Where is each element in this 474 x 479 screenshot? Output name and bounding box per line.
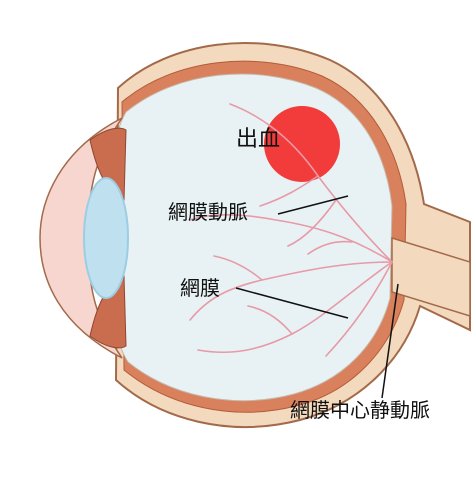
vitreous-body	[105, 73, 393, 402]
leader-central-retinal-vein	[381, 283, 399, 399]
leader-retina	[235, 287, 349, 319]
hemorrhage-spot	[264, 106, 340, 182]
retinal-vessels	[189, 103, 393, 357]
label-hemorrhage: 出血	[236, 127, 281, 152]
label-central-retinal-vein: 網膜中心静動脈	[290, 398, 430, 422]
lens	[83, 177, 129, 299]
optic-nerve	[391, 236, 471, 318]
label-retinal-artery: 網膜動脈	[168, 200, 248, 224]
label-retina: 網膜	[180, 276, 220, 300]
leader-retinal-artery	[277, 195, 349, 215]
